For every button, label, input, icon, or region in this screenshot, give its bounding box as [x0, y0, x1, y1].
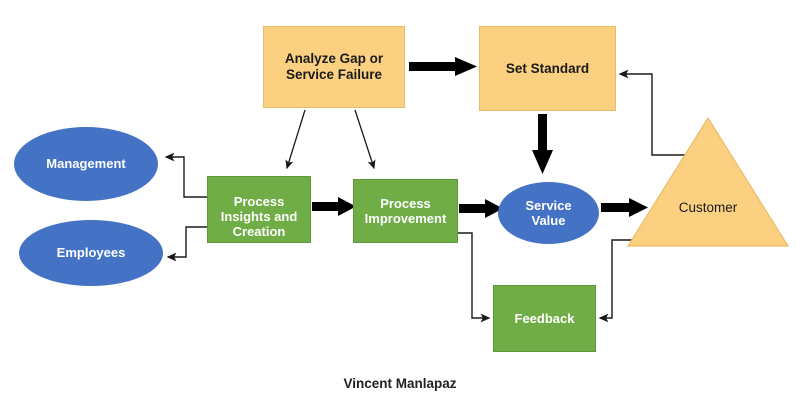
node-customer-label: Customer	[678, 200, 738, 215]
connector-process-improvement-to-feedback	[458, 232, 491, 323]
connector-analyze-to-set-standard	[409, 57, 477, 76]
node-employees[interactable]: Employees	[19, 220, 163, 286]
node-set-standard[interactable]: Set Standard	[479, 26, 616, 111]
connector-customer-to-set-standard	[618, 69, 700, 156]
node-management-label: Management	[46, 156, 126, 172]
customer-triangle[interactable]	[626, 116, 790, 247]
connector-analyze-to-process-improvement	[354, 109, 376, 170]
node-service-value-label: Service Value	[525, 197, 572, 228]
diagram-caption: Vincent Manlapaz	[343, 376, 457, 391]
node-analyze-gap[interactable]: Analyze Gap or Service Failure	[263, 26, 405, 108]
connector-process-improvement-to-service-value	[459, 199, 503, 218]
node-employees-label: Employees	[56, 245, 126, 261]
node-process-insights-label: Process Insights and Creation	[220, 193, 298, 240]
node-feedback-label: Feedback	[514, 310, 575, 326]
node-process-insights[interactable]: Process Insights and Creation	[207, 176, 311, 243]
connector-set-standard-to-service-value	[532, 114, 553, 174]
node-set-standard-label: Set Standard	[505, 60, 590, 76]
node-process-improvement-label: Process Improvement	[364, 195, 447, 226]
connector-service-value-to-customer	[601, 198, 648, 217]
connector-customer-to-feedback	[598, 239, 650, 323]
connector-process-insights-to-management	[164, 152, 207, 198]
node-analyze-gap-label: Analyze Gap or Service Failure	[284, 51, 384, 82]
node-management[interactable]: Management	[14, 127, 158, 201]
node-process-improvement[interactable]: Process Improvement	[353, 179, 458, 243]
connector-process-insights-to-process-improvement	[312, 197, 356, 216]
connector-process-insights-to-employees	[166, 226, 207, 262]
node-service-value[interactable]: Service Value	[498, 182, 599, 244]
node-feedback[interactable]: Feedback	[493, 285, 596, 352]
connector-analyze-to-process-insights	[285, 109, 306, 170]
